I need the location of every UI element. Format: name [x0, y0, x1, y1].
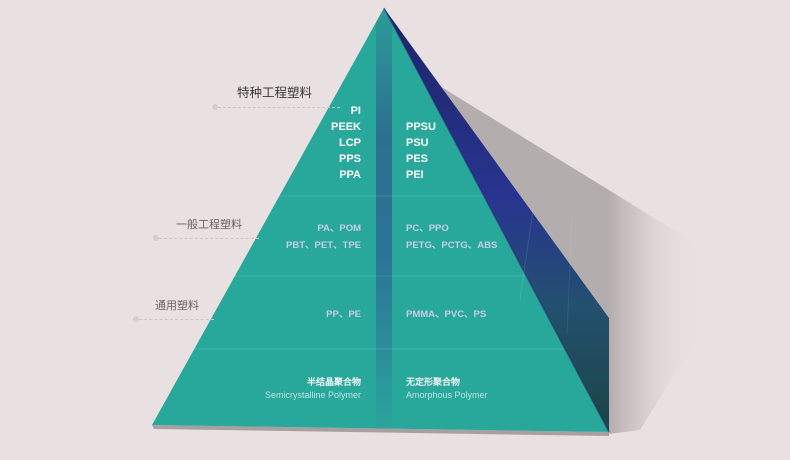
tier-label-commodity: 通用塑料 — [155, 300, 199, 312]
commodity-semicrystalline-list: PP、PE — [326, 306, 361, 323]
side-glare — [519, 209, 534, 301]
material-item: PP、PE — [326, 309, 361, 320]
material-item: PMMA、PVC、PS — [406, 309, 487, 320]
leader-dot — [212, 104, 218, 110]
material-item: PES — [406, 153, 429, 165]
material-item: PA、POM — [317, 223, 361, 234]
material-item: PEI — [406, 169, 424, 181]
general-semicrystalline-list: PA、POM PBT、PET、TPE — [286, 220, 361, 254]
leader-dot — [133, 316, 139, 322]
pyramid-shadow — [430, 80, 720, 434]
commodity-amorphous-list: PMMA、PVC、PS — [406, 306, 486, 323]
material-item: PPSU — [406, 121, 436, 133]
general-amorphous-list: PC、PPO PETG、PCTG、ABS — [406, 220, 497, 254]
leader-line — [218, 107, 340, 108]
material-item: PBT、PET、TPE — [286, 240, 361, 251]
leader-line — [159, 238, 259, 239]
tier-label-special: 特种工程塑料 — [237, 86, 313, 100]
material-item: PPS — [338, 153, 361, 165]
base-right-cn: 无定形聚合物 — [406, 377, 461, 387]
material-item: PEEK — [331, 121, 361, 133]
base-left-cn: 半结晶聚合物 — [306, 377, 361, 387]
material-item: PSU — [406, 137, 429, 149]
base-left-en: Semicrystalline Polymer — [264, 390, 361, 400]
tier-label-general: 一般工程塑料 — [176, 219, 242, 231]
material-item: PPA — [339, 169, 361, 181]
side-glare — [566, 215, 573, 336]
center-band — [376, 8, 392, 432]
base-right-en: Amorphous Polymer — [406, 390, 488, 400]
material-item: PI — [350, 105, 361, 117]
pyramid-ridge — [383, 7, 610, 433]
leader-dot — [153, 235, 159, 241]
leader-line — [139, 319, 214, 320]
material-item: LCP — [339, 137, 361, 149]
special-amorphous-list: PPSU PSU PES PEI — [406, 119, 436, 183]
material-item: PETG、PCTG、ABS — [406, 240, 498, 251]
pyramid-base-shadow — [152, 425, 609, 436]
material-item: PC、PPO — [406, 223, 449, 234]
special-semicrystalline-list: PI PEEK LCP PPS PPA — [331, 103, 361, 183]
